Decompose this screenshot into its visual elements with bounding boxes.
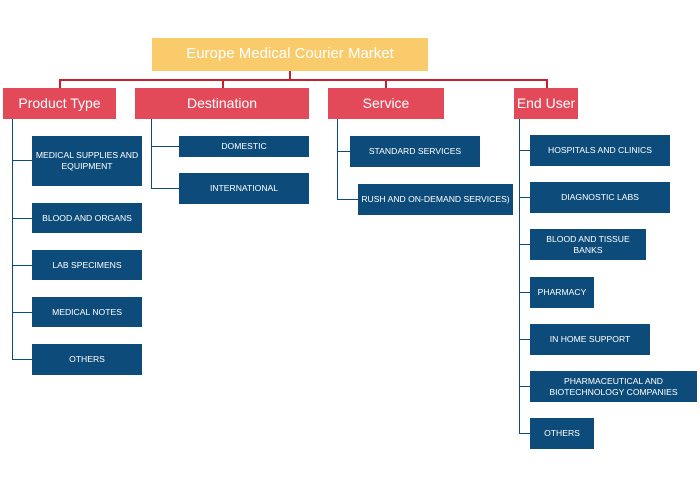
end-user-tree-branch <box>519 197 530 198</box>
segment-standard-services: STANDARD SERVICES <box>350 136 480 167</box>
product-type-tree-branch <box>12 359 32 360</box>
segment-lab-specimens: LAB SPECIMENS <box>32 250 142 280</box>
diagram-title: Europe Medical Courier Market <box>152 38 428 71</box>
segment-domestic: DOMESTIC <box>179 136 309 157</box>
category-product-type: Product Type <box>3 88 116 119</box>
end-user-tree-branch <box>519 386 530 387</box>
segment-pharmaceutical-and-biotechnology-companies: PHARMACEUTICAL AND BIOTECHNOLOGY COMPANI… <box>530 371 697 402</box>
category-destination: Destination <box>135 88 309 119</box>
product-type-tree-branch <box>12 160 32 161</box>
service-tree-branch <box>337 199 358 200</box>
category-service: Service <box>328 88 444 119</box>
segment-others: OTHERS <box>32 344 142 375</box>
category-connector-bar <box>59 79 548 81</box>
segment-medical-notes: MEDICAL NOTES <box>32 297 142 327</box>
segment-hospitals-and-clinics: HOSPITALS AND CLINICS <box>530 135 670 166</box>
destination-tree-spine <box>151 119 152 188</box>
end-user-tree-branch <box>519 292 530 293</box>
category-end-user: End User <box>514 88 578 119</box>
segment-medical-supplies-and-equipment: MEDICAL SUPPLIES AND EQUIPMENT <box>32 136 142 186</box>
category-connector-service <box>385 79 387 88</box>
end-user-tree-branch <box>519 433 530 434</box>
service-tree-branch <box>337 151 350 152</box>
root-connector <box>289 71 291 81</box>
end-user-tree-branch <box>519 339 530 340</box>
product-type-tree-branch <box>12 218 32 219</box>
product-type-tree-spine <box>12 119 13 360</box>
category-connector-end-user <box>546 79 548 88</box>
destination-tree-branch <box>151 188 179 189</box>
segment-diagnostic-labs: DIAGNOSTIC LABS <box>530 182 670 213</box>
destination-tree-branch <box>151 146 179 147</box>
segment-pharmacy: PHARMACY <box>530 277 594 308</box>
category-connector-destination <box>222 79 224 88</box>
product-type-tree-branch <box>12 265 32 266</box>
segment-in-home-support: IN HOME SUPPORT <box>530 324 650 355</box>
service-tree-spine <box>337 119 338 199</box>
segment-end-user-others: OTHERS <box>530 418 594 449</box>
segment-international: INTERNATIONAL <box>179 173 309 204</box>
end-user-tree-branch <box>519 244 530 245</box>
product-type-tree-branch <box>12 312 32 313</box>
end-user-tree-spine <box>519 119 520 434</box>
segment-blood-and-organs: BLOOD AND ORGANS <box>32 203 142 233</box>
category-connector-product-type <box>59 79 61 88</box>
segment-blood-and-tissue-banks: BLOOD AND TISSUE BANKS <box>530 229 646 260</box>
end-user-tree-branch <box>519 150 530 151</box>
segment-rush-and-on-demand-services: RUSH AND ON-DEMAND SERVICES) <box>358 184 513 215</box>
